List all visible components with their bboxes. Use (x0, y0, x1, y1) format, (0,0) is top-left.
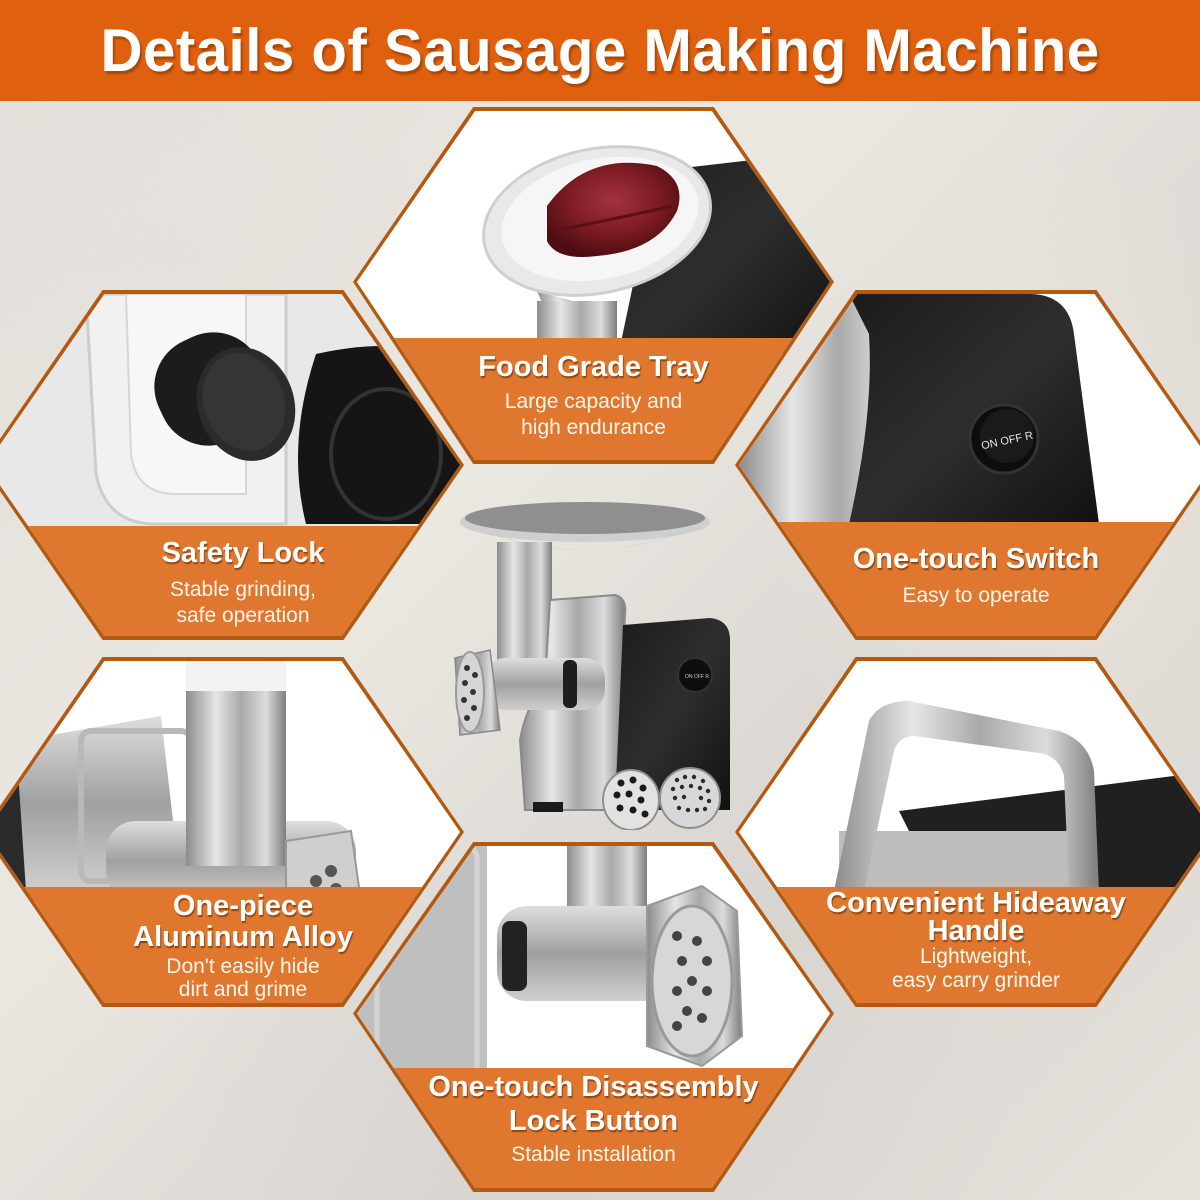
feature-card-food-grade-tray: Food Grade Tray Large capacity and high … (353, 107, 834, 464)
coarse-grinding-plate (602, 769, 660, 830)
feature-title: Aluminum Alloy (133, 921, 353, 953)
feature-description-line: Easy to operate (902, 584, 1050, 607)
feature-title: One-piece (172, 890, 314, 922)
feature-title: Food Grade Tray (478, 351, 709, 383)
feature-card-one-touch-switch: ON OFF R One-touch Switch Easy to operat… (735, 290, 1200, 640)
feature-description-line: Don't easily hide (166, 955, 320, 978)
feature-description-line: Stable grinding, (170, 578, 316, 601)
feature-description-line: Stable installation (511, 1143, 676, 1166)
feature-description-line: Lightweight, (919, 945, 1033, 968)
feature-description-line: easy carry grinder (891, 969, 1061, 992)
feature-title: One-touch Switch (852, 543, 1100, 575)
feature-caption: One-touch Switch Easy to operate (739, 522, 1200, 636)
feature-description-line: high endurance (521, 416, 666, 439)
feature-title: Lock Button (508, 1105, 679, 1137)
fine-grinding-plate (659, 767, 721, 829)
page-title: Details of Sausage Making Machine (100, 17, 1100, 84)
feature-title: Safety Lock (161, 537, 325, 569)
feature-caption: Safety Lock Stable grinding, safe operat… (0, 526, 460, 636)
feature-description-line: Large capacity and (504, 390, 683, 413)
meat-grinder-product-photo: ON OFF R (454, 502, 730, 830)
feature-title: Handle (927, 915, 1025, 947)
feature-caption: One-touch Disassembly Lock Button Stable… (357, 1068, 830, 1188)
feature-description-line: safe operation (176, 604, 310, 627)
switch-label: ON OFF R (685, 674, 709, 680)
feature-description-line: dirt and grime (178, 978, 308, 1001)
feature-card-aluminum-alloy: One-piece Aluminum Alloy Don't easily hi… (0, 657, 464, 1007)
feature-title: One-touch Disassembly (428, 1071, 759, 1103)
feature-card-disassembly-lock: One-touch Disassembly Lock Button Stable… (353, 842, 834, 1192)
feature-card-hideaway-handle: Convenient Hideaway Handle Lightweight, … (735, 657, 1200, 1007)
header-banner: Details of Sausage Making Machine (0, 0, 1200, 101)
feature-title: Convenient Hideaway (826, 887, 1126, 919)
